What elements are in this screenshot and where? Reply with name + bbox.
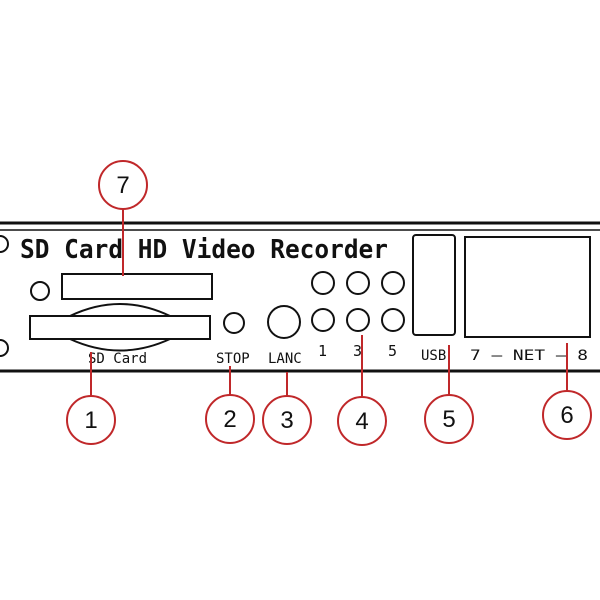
sd-card-label: SD Card xyxy=(88,351,147,367)
front-panel xyxy=(0,221,600,373)
callout-6: 6 xyxy=(542,390,592,440)
port-label-5: 5 xyxy=(388,342,397,360)
callout-7: 7 xyxy=(98,160,148,210)
sd-card-slot xyxy=(29,303,211,352)
usb-label: USB xyxy=(421,348,446,364)
callout-7-number: 7 xyxy=(116,172,129,199)
panel-title: SD Card HD Video Recorder xyxy=(20,235,388,265)
callout-1-number: 1 xyxy=(84,407,97,434)
port-label-3: 3 xyxy=(353,342,362,360)
callout-2-number: 2 xyxy=(223,406,236,433)
lanc-label: LANC xyxy=(268,351,302,367)
callout-5-number: 5 xyxy=(442,406,455,433)
io-port-1 xyxy=(311,271,335,295)
callout-3: 3 xyxy=(262,395,312,445)
callout-3-number: 3 xyxy=(280,407,293,434)
stop-label: STOP xyxy=(216,351,250,367)
indicator-led xyxy=(30,281,50,301)
callout-4: 4 xyxy=(337,396,387,446)
callout-5: 5 xyxy=(424,394,474,444)
upper-card-slot xyxy=(61,273,213,300)
callout-2: 2 xyxy=(205,394,255,444)
stop-button xyxy=(223,312,245,334)
callout-6-number: 6 xyxy=(560,402,573,429)
net-ports xyxy=(464,236,591,338)
usb-port xyxy=(412,234,456,336)
mount-hole-bottom xyxy=(0,339,9,357)
io-port-6 xyxy=(381,308,405,332)
io-port-2 xyxy=(346,271,370,295)
callout-1: 1 xyxy=(66,395,116,445)
io-port-grid xyxy=(311,271,405,332)
callout-leaders xyxy=(90,206,568,398)
net-label: 7 — NET — 8 xyxy=(470,348,588,364)
mount-hole-top xyxy=(0,235,9,253)
io-port-3 xyxy=(381,271,405,295)
io-port-5 xyxy=(346,308,370,332)
port-label-1: 1 xyxy=(318,342,327,360)
callout-4-number: 4 xyxy=(355,408,368,435)
lanc-port xyxy=(267,305,301,339)
io-port-4 xyxy=(311,308,335,332)
